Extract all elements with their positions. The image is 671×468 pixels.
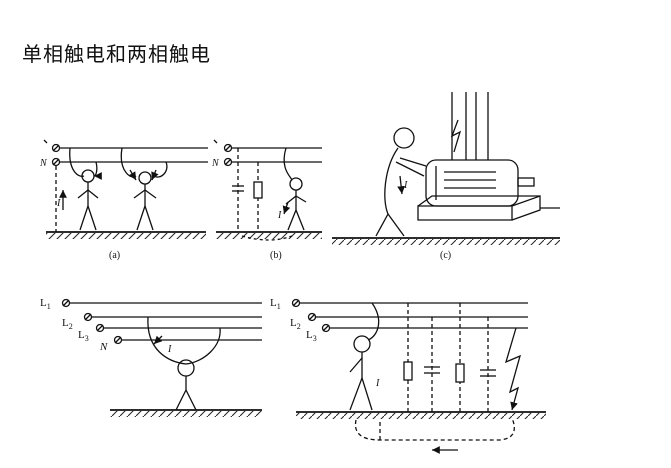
label-l1-right: L1 (270, 297, 281, 311)
terminal-icon (321, 323, 331, 333)
label-l3-right: L3 (306, 329, 317, 343)
label-l1-left: L1 (40, 297, 51, 311)
fault-lightning-icon (450, 119, 462, 153)
terminal-icon (291, 298, 301, 308)
terminal-icon (223, 157, 233, 167)
panel-two-phase (61, 298, 262, 417)
terminal-icon (113, 335, 123, 345)
label-current-b: I (277, 210, 282, 221)
label-current-a: I (56, 198, 61, 209)
label-current-bottom-left: I (167, 344, 172, 355)
label-b: (b) (270, 250, 282, 261)
fault-lightning-icon (504, 327, 521, 411)
terminal-icon (51, 143, 61, 153)
label-n-bottom: N (99, 341, 108, 353)
terminal-icon (307, 312, 317, 322)
label-current-c: I (403, 180, 408, 191)
motor-icon (425, 159, 519, 207)
person-icon (393, 127, 415, 149)
resistor-icon (403, 361, 413, 381)
label-n-b: N (211, 158, 220, 169)
person-icon (177, 359, 195, 377)
terminal-icon (51, 157, 61, 167)
label-l3-left: L3 (78, 329, 89, 343)
person-icon (353, 335, 371, 353)
label-current-bottom-right: I (375, 378, 380, 389)
person-icon (138, 171, 152, 185)
panel-single-phase-network (291, 298, 546, 454)
label-l2-right: L2 (290, 317, 301, 331)
terminal-icon (83, 312, 93, 322)
page-title: 单相触电和两相触电 (22, 42, 211, 66)
panel-b (213, 139, 322, 241)
label-a: (a) (109, 250, 120, 261)
terminal-icon (61, 298, 71, 308)
label-n-a: N (39, 158, 48, 169)
panel-c (332, 92, 560, 245)
resistor-icon (455, 363, 465, 383)
terminal-icon (223, 143, 233, 153)
label-c: (c) (440, 250, 451, 261)
resistor-icon (253, 181, 263, 199)
terminal-icon (95, 323, 105, 333)
person-icon (289, 177, 303, 191)
panel-a (43, 139, 208, 239)
label-l2-left: L2 (62, 317, 73, 331)
